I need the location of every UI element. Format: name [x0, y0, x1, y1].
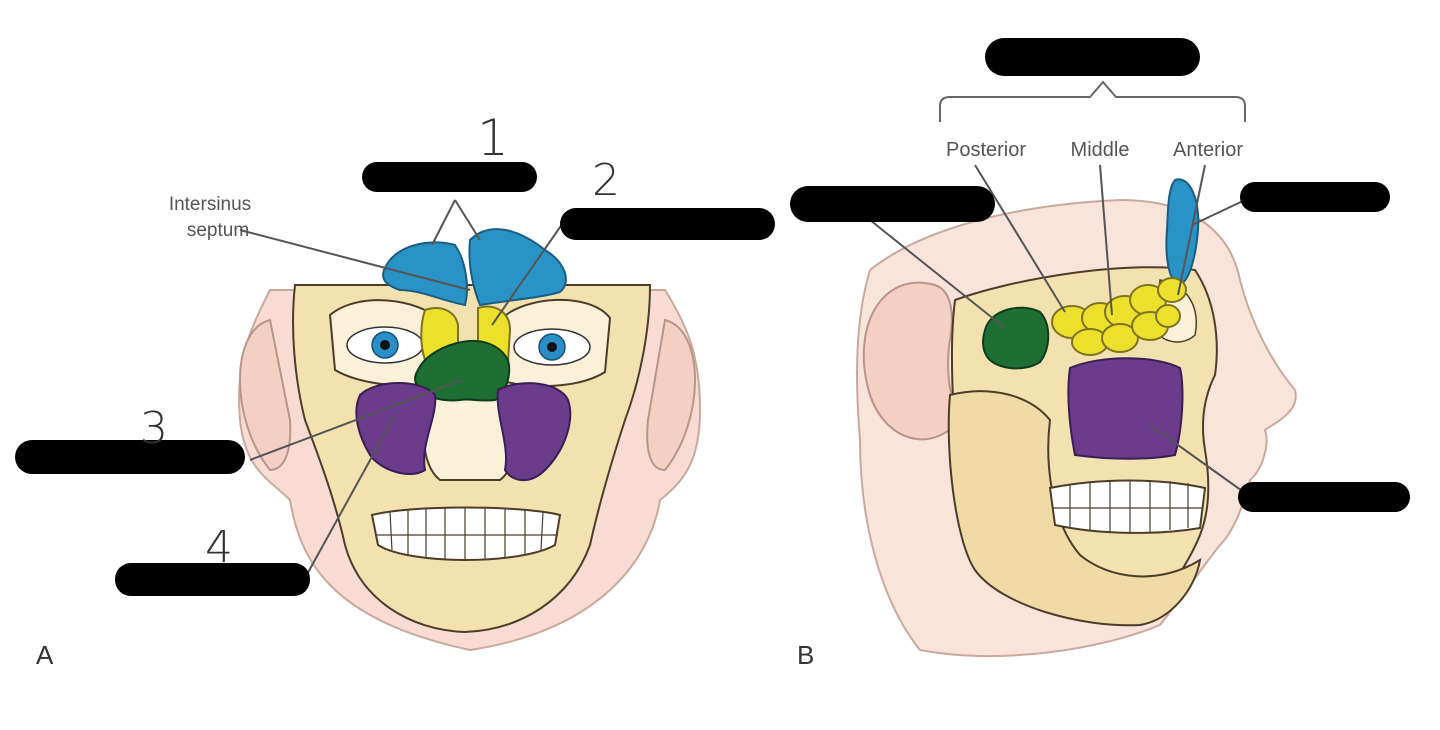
redaction-label-3 — [15, 440, 245, 474]
left-ear-front — [239, 318, 292, 472]
label-middle: Middle — [1071, 139, 1130, 161]
number-1: 1 — [477, 109, 509, 167]
frontal-sinus-right — [468, 228, 567, 307]
label-posterior: Posterior — [946, 139, 1026, 161]
redaction-label-b-right-bottom — [1238, 482, 1410, 512]
frontal-sinus-left — [382, 241, 468, 307]
right-ear-front — [646, 318, 696, 472]
mandible-side — [947, 390, 1202, 627]
teeth-lines-side — [1052, 480, 1203, 532]
leader-lines-a — [239, 199, 566, 579]
redaction-label-4 — [115, 563, 310, 596]
redaction-label-b-right-top — [1240, 182, 1390, 212]
sphenoid-sinus-side — [982, 306, 1050, 370]
ethmoid-cells-side — [1051, 277, 1187, 356]
ear-side — [862, 281, 962, 441]
label-intersinus-line1: Intersinus — [169, 194, 251, 215]
panel-b-side-view: Posterior Middle Anterior B — [790, 38, 1410, 670]
right-pupil — [547, 342, 557, 352]
label-anterior: Anterior — [1173, 139, 1243, 161]
redaction-label-2 — [560, 208, 775, 240]
panel-letter-b: B — [797, 640, 814, 670]
teeth-side — [1048, 479, 1207, 534]
teeth-lines-front — [375, 508, 558, 561]
panel-a-front-view: Intersinus septum 1 2 3 4 A — [15, 109, 775, 670]
redaction-label-1 — [362, 162, 537, 192]
number-4: 4 — [205, 522, 233, 573]
redaction-label-b-left — [790, 186, 995, 222]
redaction-title-b — [985, 38, 1200, 76]
label-intersinus-line2: septum — [187, 220, 249, 241]
panel-letter-a: A — [36, 640, 54, 670]
maxillary-sinus-side — [1067, 357, 1184, 460]
teeth-front — [370, 506, 562, 561]
number-3: 3 — [140, 403, 168, 454]
left-pupil — [380, 340, 390, 350]
number-2: 2 — [592, 155, 620, 206]
maxillary-sinus-right — [496, 382, 572, 482]
ethmoid-bracket — [939, 80, 1246, 122]
leader-lines-b — [869, 164, 1246, 494]
